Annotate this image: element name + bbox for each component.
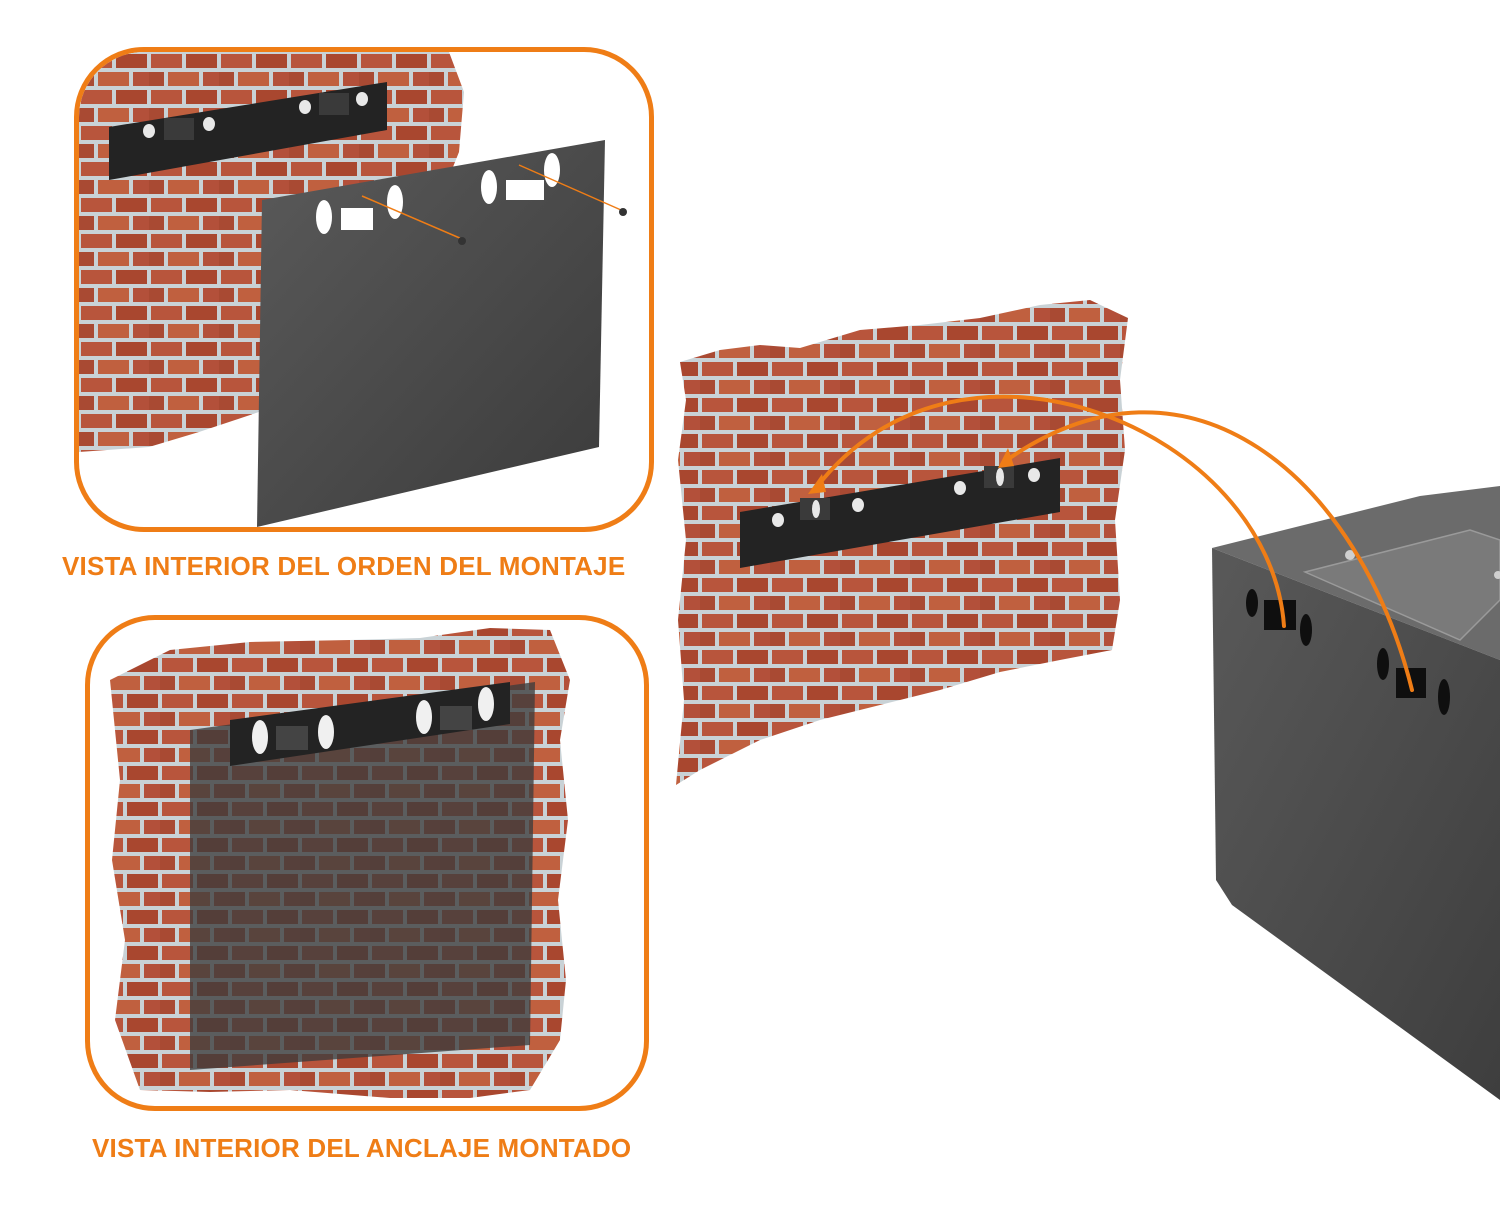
caption-anchor-mounted: VISTA INTERIOR DEL ANCLAJE MONTADO <box>92 1133 632 1163</box>
screw <box>458 237 466 245</box>
screw <box>619 208 627 216</box>
connection-arrow-left <box>814 394 1286 628</box>
cabinet-top-plate <box>1302 529 1500 641</box>
bracket-holes <box>772 466 1040 527</box>
anchor-mounted-illustration <box>110 628 570 1098</box>
brick-wall <box>676 300 1128 785</box>
cabinet-front <box>1212 548 1500 1100</box>
assembly-order-illustration <box>79 52 627 527</box>
screw-guides <box>361 164 622 240</box>
connection-arrows <box>814 394 1414 692</box>
connection-arrow-right <box>1002 410 1414 692</box>
center-wall-group <box>676 300 1128 785</box>
bracket-slots <box>252 687 494 754</box>
bracket-holes <box>143 92 368 140</box>
mounting-bracket <box>109 82 387 180</box>
caption-assembly-order: VISTA INTERIOR DEL ORDEN DEL MONTAJE <box>62 551 626 581</box>
plate-slots <box>316 153 560 234</box>
panel-assembly-order <box>74 47 654 532</box>
metal-back-plate <box>190 682 535 1070</box>
mounting-bracket <box>740 458 1060 568</box>
panel-anchor-mounted <box>85 615 649 1111</box>
metal-back-plate <box>257 140 605 527</box>
cabinet <box>1212 486 1500 1100</box>
arrowheads <box>808 448 1014 494</box>
